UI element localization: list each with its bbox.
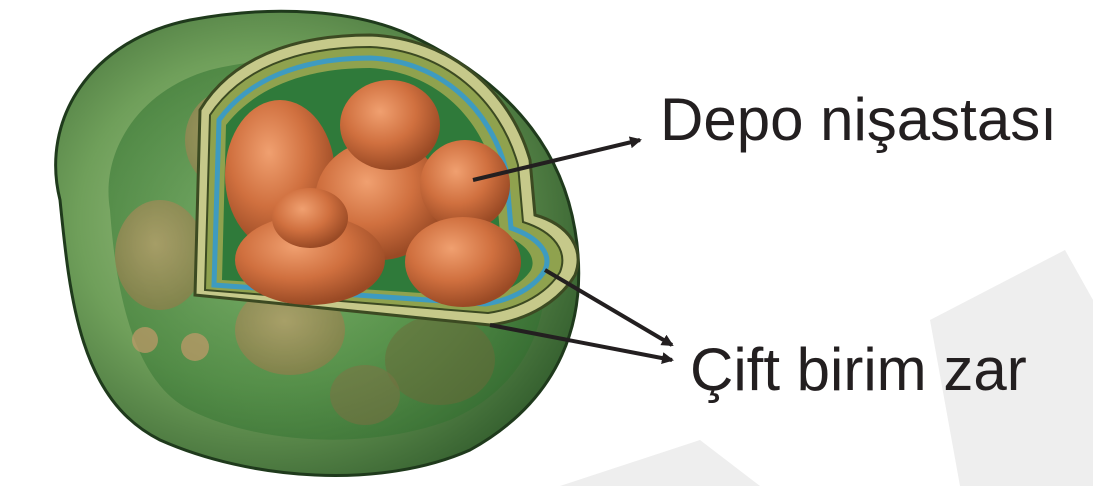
storage-starch-label: Depo nişastası xyxy=(660,90,1057,150)
double-membrane-label: Çift birim zar xyxy=(690,340,1027,400)
